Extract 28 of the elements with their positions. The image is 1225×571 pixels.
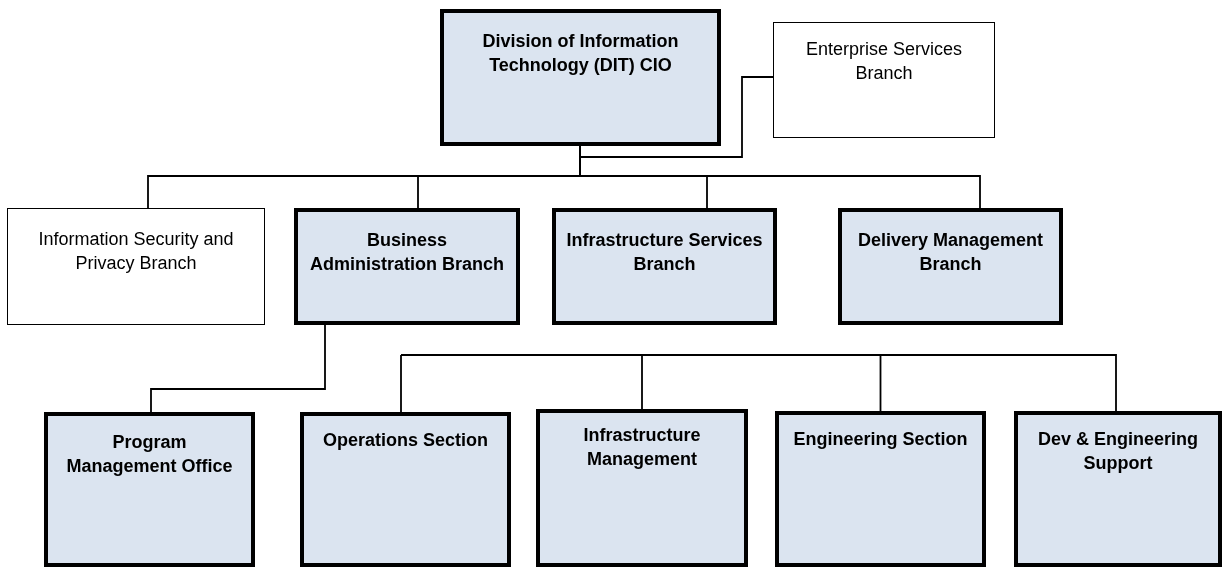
connector-line xyxy=(579,76,774,158)
connector-line xyxy=(879,354,882,412)
org-box xyxy=(1014,411,1222,567)
connector-line xyxy=(150,324,326,413)
box-label: Business Administration Branch xyxy=(309,229,505,277)
box-label: Division of Information Technology (DIT) CIO xyxy=(481,30,680,78)
org-box xyxy=(44,412,255,567)
box-label: Dev & Engineering Support xyxy=(1037,428,1199,476)
org-box xyxy=(294,208,520,325)
box-label: Infrastructure Services Branch xyxy=(565,229,764,277)
org-box xyxy=(838,208,1063,325)
org-box xyxy=(536,409,748,567)
box-label: Engineering Section xyxy=(792,428,969,451)
box-label: Delivery Management Branch xyxy=(856,229,1045,277)
connector-line xyxy=(400,354,402,413)
org-box xyxy=(7,208,265,325)
connector-line xyxy=(641,354,643,410)
box-label: Infrastructure Management xyxy=(582,424,702,472)
box-label: Enterprise Services Branch xyxy=(804,38,964,86)
org-box xyxy=(440,9,721,146)
box-label: Operations Section xyxy=(321,429,489,452)
connector-line xyxy=(400,354,1117,412)
box-label: Information Security and Privacy Branch xyxy=(37,228,235,276)
org-box xyxy=(773,22,995,138)
org-box xyxy=(300,412,511,567)
box-label: Program Management Office xyxy=(65,431,234,479)
org-box xyxy=(552,208,777,325)
org-box xyxy=(775,411,986,567)
